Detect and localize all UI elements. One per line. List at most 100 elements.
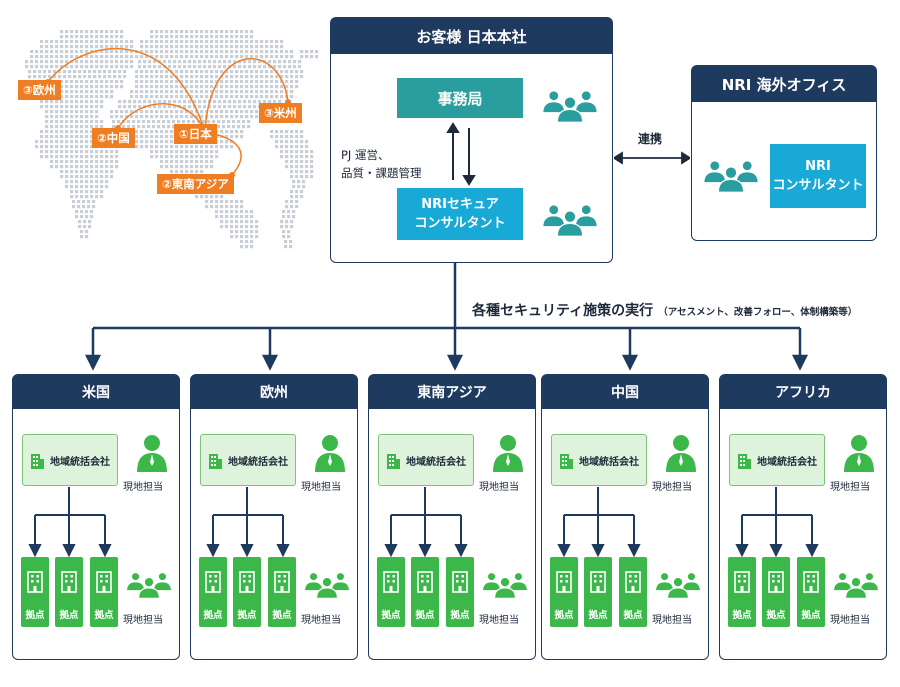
person-icon (135, 432, 169, 472)
base-box: 拠点 (199, 557, 227, 627)
link-label: 連携 (638, 132, 663, 146)
base-label: 拠点 (25, 610, 45, 621)
base-label: 拠点 (450, 610, 470, 621)
building-icon (625, 571, 641, 593)
nri-consultant-line1: NRI (805, 159, 831, 174)
building-icon (208, 452, 223, 469)
building-icon (737, 452, 752, 469)
people-group-icon (541, 190, 599, 248)
building-icon (556, 571, 572, 593)
regional-hq-box: 地域統括会社 (200, 434, 296, 486)
base-box: 拠点 (377, 557, 405, 627)
map-tag-sea: ②東南アジア (157, 174, 234, 194)
base-label: 拠点 (801, 610, 821, 621)
arc-japan-america (204, 58, 289, 133)
arc-japan-europe (47, 48, 206, 133)
nri-secure-line2: コンサルタント (414, 216, 506, 231)
local-staff-label: 現地担当 (479, 615, 519, 626)
local-staff-label: 現地担当 (479, 482, 519, 493)
region-box: アフリカ地域統括会社現地担当拠点拠点拠点現地担当 (719, 374, 887, 660)
base-label: 拠点 (381, 610, 401, 621)
world-map-dots (25, 30, 319, 249)
base-box: 拠点 (268, 557, 296, 627)
local-staff-label: 現地担当 (830, 615, 870, 626)
base-label: 拠点 (203, 610, 223, 621)
region-box: 東南アジア地域統括会社現地担当拠点拠点拠点現地担当 (368, 374, 536, 660)
region-title: アフリカ (720, 375, 886, 409)
local-staff-label: 現地担当 (301, 482, 341, 493)
region-title: 米国 (13, 375, 179, 409)
hq-title: お客様 日本本社 (331, 18, 612, 54)
execution-sub: （アセスメント、改善フォロー、体制構築等） (658, 307, 858, 318)
building-icon (417, 571, 433, 593)
region-box: 米国地域統括会社現地担当拠点拠点拠点現地担当 (12, 374, 180, 660)
local-staff-label: 現地担当 (652, 482, 692, 493)
regional-hq-box: 地域統括会社 (729, 434, 825, 486)
people-group-icon (832, 561, 880, 607)
office-box: 事務局 (397, 78, 523, 118)
base-label: 拠点 (272, 610, 292, 621)
local-staff-label: 現地担当 (652, 615, 692, 626)
building-icon (205, 571, 221, 593)
building-icon (590, 571, 606, 593)
building-icon (239, 571, 255, 593)
nri-secure-consultant-box: NRIセキュア コンサルタント (397, 188, 523, 240)
map-tag-america: ③米州 (259, 103, 302, 123)
base-box: 拠点 (550, 557, 578, 627)
base-label: 拠点 (732, 610, 752, 621)
hq-box: お客様 日本本社 事務局 NRIセキュア コンサルタント PJ 運営、 品質・課… (330, 17, 613, 263)
regional-hq-label: 地域統括会社 (579, 456, 639, 468)
base-box: 拠点 (446, 557, 474, 627)
mgmt-label: PJ 運営、 品質・課題管理 (341, 146, 422, 182)
arc-japan-sea (204, 131, 242, 176)
region-title: 東南アジア (369, 375, 535, 409)
building-icon (803, 571, 819, 593)
overseas-office-box: NRI 海外オフィス NRI コンサルタント (691, 65, 877, 241)
base-label: 拠点 (623, 610, 643, 621)
base-label: 拠点 (237, 610, 257, 621)
nri-secure-line1: NRIセキュア (421, 197, 499, 212)
person-icon (664, 432, 698, 472)
building-icon (559, 452, 574, 469)
map-tag-europe: ③欧州 (18, 80, 61, 100)
region-title: 中国 (542, 375, 708, 409)
execution-main: 各種セキュリティ施策の実行 (472, 303, 654, 319)
regional-hq-box: 地域統括会社 (22, 434, 118, 486)
base-tree-arrows (28, 487, 112, 558)
people-group-icon (541, 76, 599, 134)
regional-hq-label: 地域統括会社 (757, 456, 817, 468)
base-tree-arrows (557, 487, 641, 558)
base-box: 拠点 (90, 557, 118, 627)
base-box: 拠点 (233, 557, 261, 627)
building-icon (383, 571, 399, 593)
route-arcs (45, 48, 291, 178)
mgmt-label-line2: 品質・課題管理 (341, 166, 422, 180)
base-box: 拠点 (797, 557, 825, 627)
mgmt-label-line1: PJ 運営、 (341, 148, 390, 162)
building-icon (386, 452, 401, 469)
base-label: 拠点 (554, 610, 574, 621)
regional-hq-label: 地域統括会社 (406, 456, 466, 468)
people-group-icon (303, 561, 351, 607)
base-label: 拠点 (588, 610, 608, 621)
base-box: 拠点 (55, 557, 83, 627)
execution-label: 各種セキュリティ施策の実行 （アセスメント、改善フォロー、体制構築等） (472, 300, 857, 320)
building-icon (30, 452, 45, 469)
base-label: 拠点 (415, 610, 435, 621)
person-icon (313, 432, 347, 472)
map-tag-japan: ①日本 (174, 124, 217, 144)
base-tree-arrows (384, 487, 468, 558)
regional-hq-box: 地域統括会社 (378, 434, 474, 486)
building-icon (61, 571, 77, 593)
people-group-icon (481, 561, 529, 607)
person-icon (491, 432, 525, 472)
region-title: 欧州 (191, 375, 357, 409)
base-box: 拠点 (728, 557, 756, 627)
updown-arrows (446, 122, 476, 186)
world-map (0, 0, 320, 260)
local-staff-label: 現地担当 (123, 482, 163, 493)
local-staff-label: 現地担当 (123, 615, 163, 626)
regional-hq-box: 地域統括会社 (551, 434, 647, 486)
region-box: 中国地域統括会社現地担当拠点拠点拠点現地担当 (541, 374, 709, 660)
nri-consultant-line2: コンサルタント (772, 178, 864, 193)
